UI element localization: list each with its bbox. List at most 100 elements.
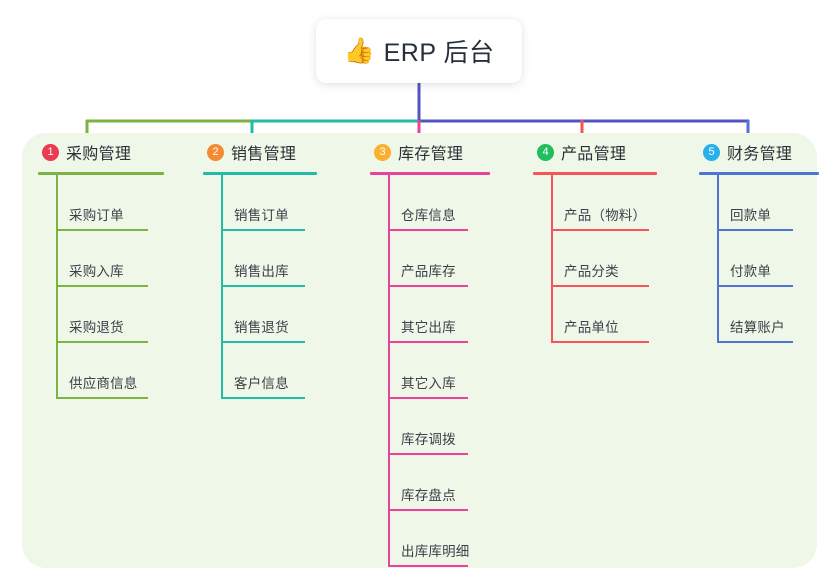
branch-item-rule [388, 565, 468, 567]
branch-item[interactable]: 采购入库 [56, 231, 164, 287]
branch-index-badge: 1 [42, 143, 59, 161]
branch-column-3: 3 库存管理仓库信息产品库存其它出库其它入库库存调拨库存盘点出库库明细 [370, 133, 490, 567]
branch-item[interactable]: 产品分类 [551, 231, 657, 287]
branch-item[interactable]: 销售订单 [221, 175, 317, 231]
branch-item-label: 采购订单 [69, 208, 124, 223]
branch-item[interactable]: 仓库信息 [388, 175, 490, 231]
branch-item-rule [551, 285, 649, 287]
branch-header-rule [38, 172, 164, 175]
branch-header-3[interactable]: 3 库存管理 [370, 133, 490, 171]
branch-item-label: 其它入库 [401, 376, 456, 391]
branch-item-rule [221, 229, 305, 231]
branch-item-label: 其它出库 [401, 320, 456, 335]
branch-item[interactable]: 出库库明细 [388, 511, 490, 567]
branch-item[interactable]: 付款单 [717, 231, 819, 287]
branch-item[interactable]: 销售退货 [221, 287, 317, 343]
branch-item-label: 采购退货 [69, 320, 124, 335]
branch-item-rule [56, 229, 148, 231]
branch-items: 产品（物料） 产品分类产品单位 [533, 175, 657, 343]
branch-item-rule [388, 229, 468, 231]
branch-index-badge: 2 [207, 143, 224, 161]
branch-item[interactable]: 其它出库 [388, 287, 490, 343]
branch-column-1: 1 采购管理采购订单采购入库采购退货供应商信息 [38, 133, 164, 399]
branch-item-label: 产品分类 [564, 264, 619, 279]
branch-item-rule [56, 397, 148, 399]
branch-item-rule [551, 341, 649, 343]
branch-title: 采购管理 [66, 146, 132, 163]
branch-spine [388, 175, 390, 567]
branch-item[interactable]: 回款单 [717, 175, 819, 231]
branch-header-rule [699, 172, 819, 175]
branch-header-2[interactable]: 2 销售管理 [203, 133, 317, 171]
branch-item[interactable]: 产品单位 [551, 287, 657, 343]
branch-item-rule [551, 229, 649, 231]
branch-header-rule [203, 172, 317, 175]
branch-index-badge: 4 [537, 143, 554, 161]
branch-title: 财务管理 [727, 146, 793, 163]
root-node-card[interactable]: 👍 ERP 后台 [316, 19, 522, 83]
branch-item[interactable]: 客户信息 [221, 343, 317, 399]
branch-item-rule [221, 285, 305, 287]
branch-item[interactable]: 采购退货 [56, 287, 164, 343]
branch-spine [717, 175, 719, 343]
branch-item-label: 结算账户 [730, 320, 785, 335]
branch-spine [56, 175, 58, 399]
branch-item-rule [221, 341, 305, 343]
branch-item-rule [388, 397, 468, 399]
branch-item[interactable]: 产品库存 [388, 231, 490, 287]
branch-item-rule [388, 285, 468, 287]
thumbs-up-icon: 👍 [343, 37, 375, 65]
branch-item-label: 库存调拨 [401, 432, 456, 447]
branch-header-4[interactable]: 4 产品管理 [533, 133, 657, 171]
branch-item-label: 回款单 [730, 208, 772, 223]
root-node-title: ERP 后台 [383, 39, 495, 67]
branch-column-5: 5 财务管理回款单付款单结算账户 [699, 133, 819, 343]
branch-column-2: 2 销售管理销售订单销售出库销售退货客户信息 [203, 133, 317, 399]
branch-item-rule [388, 341, 468, 343]
branch-item-rule [717, 285, 793, 287]
branch-item[interactable]: 产品（物料） [551, 175, 657, 231]
branch-item-rule [717, 229, 793, 231]
branch-item-rule [56, 285, 148, 287]
branch-spine [551, 175, 553, 343]
branch-item[interactable]: 供应商信息 [56, 343, 164, 399]
branch-item-label: 供应商信息 [69, 376, 138, 391]
branch-item[interactable]: 采购订单 [56, 175, 164, 231]
branch-item[interactable]: 销售出库 [221, 231, 317, 287]
branch-item-label: 销售订单 [234, 208, 289, 223]
branch-item-label: 仓库信息 [401, 208, 456, 223]
branch-item-rule [717, 341, 793, 343]
branch-column-4: 4 产品管理产品（物料） 产品分类产品单位 [533, 133, 657, 343]
branch-item-label: 销售出库 [234, 264, 289, 279]
branch-item-rule [388, 509, 468, 511]
branch-item[interactable]: 其它入库 [388, 343, 490, 399]
branch-item-label: 产品库存 [401, 264, 456, 279]
branch-item-label: 出库库明细 [401, 544, 470, 559]
branch-header-rule [370, 172, 490, 175]
branch-items: 销售订单销售出库销售退货客户信息 [203, 175, 317, 399]
branch-item-rule [56, 341, 148, 343]
branch-item-label: 销售退货 [234, 320, 289, 335]
branch-item-label: 采购入库 [69, 264, 124, 279]
branch-header-5[interactable]: 5 财务管理 [699, 133, 819, 171]
branch-item-label: 产品（物料） [564, 208, 647, 223]
branch-index-badge: 3 [374, 143, 391, 161]
branch-spine [221, 175, 223, 399]
branch-item-rule [388, 453, 468, 455]
branch-items: 回款单付款单结算账户 [699, 175, 819, 343]
branch-item[interactable]: 库存调拨 [388, 399, 490, 455]
branch-item[interactable]: 库存盘点 [388, 455, 490, 511]
branch-title: 产品管理 [561, 146, 627, 163]
branch-header-rule [533, 172, 657, 175]
branch-item-label: 产品单位 [564, 320, 619, 335]
branch-item-rule [221, 397, 305, 399]
diagram-background-panel [22, 133, 817, 568]
branch-index-badge: 5 [703, 143, 720, 161]
branch-columns: 1 采购管理采购订单采购入库采购退货供应商信息 2 销售管理销售订单销售出库销售退货客… [22, 133, 819, 568]
branch-title: 库存管理 [398, 146, 464, 163]
branch-item[interactable]: 结算账户 [717, 287, 819, 343]
branch-items: 仓库信息产品库存其它出库其它入库库存调拨库存盘点出库库明细 [370, 175, 490, 567]
branch-title: 销售管理 [231, 146, 297, 163]
branch-header-1[interactable]: 1 采购管理 [38, 133, 164, 171]
branch-item-label: 客户信息 [234, 376, 289, 391]
